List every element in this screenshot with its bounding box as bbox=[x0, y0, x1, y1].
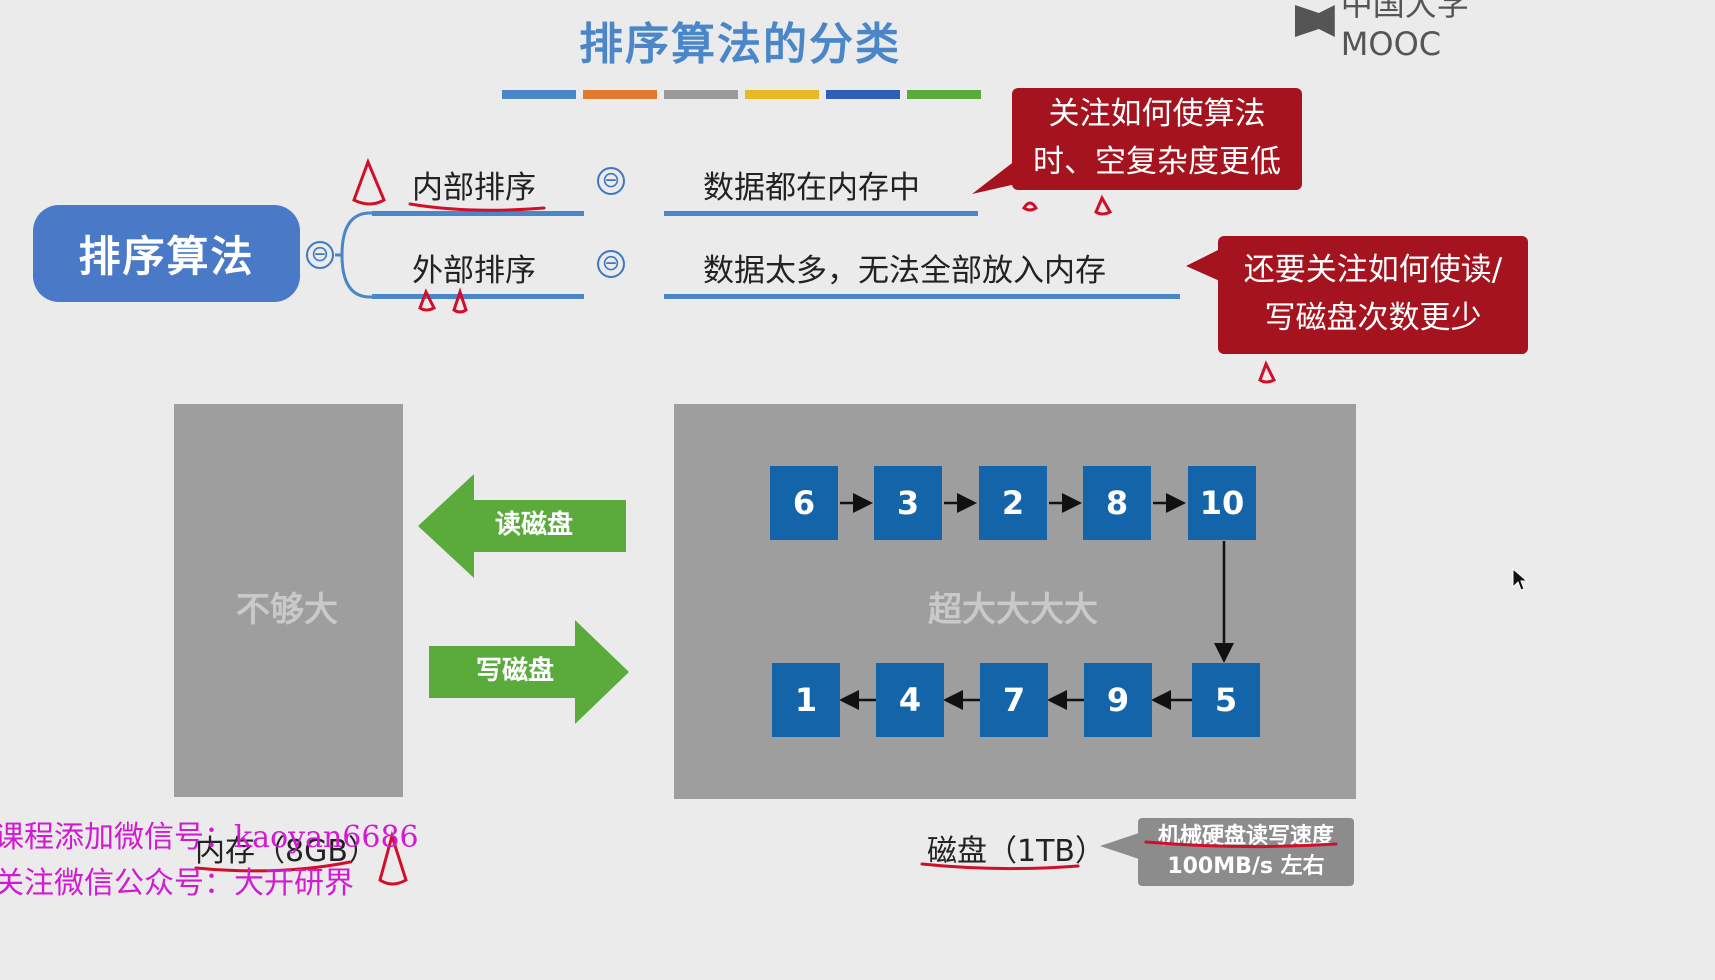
write-disk-arrow bbox=[429, 620, 629, 724]
watermark-line1: 课程添加微信号：kaoyan6686 bbox=[0, 820, 419, 855]
disk-block-bottom-1: 1 bbox=[772, 663, 840, 737]
branch-external-underline bbox=[372, 294, 584, 299]
internal-collapse-icon[interactable]: ⊖ bbox=[597, 167, 625, 195]
write-disk-label: 写磁盘 bbox=[476, 656, 555, 686]
disk-block-top-1: 6 bbox=[770, 466, 838, 540]
color-bar-1 bbox=[502, 90, 576, 99]
external-callout-line1: 还要关注如何使读/ bbox=[1243, 252, 1503, 288]
color-bar-5 bbox=[826, 90, 900, 99]
internal-desc[interactable]: 数据都在内存中 bbox=[703, 170, 920, 206]
branch-internal-sort[interactable]: 内部排序 bbox=[412, 170, 536, 206]
color-bar-6 bbox=[907, 90, 981, 99]
external-callout: 还要关注如何使读/ 写磁盘次数更少 bbox=[1218, 236, 1528, 354]
slide-title: 排序算法的分类 bbox=[579, 19, 901, 70]
color-bar-2 bbox=[583, 90, 657, 99]
internal-callout-pointer bbox=[972, 160, 1016, 194]
memory-label: 不够大 bbox=[236, 590, 338, 630]
branch-external-sort[interactable]: 外部排序 bbox=[412, 253, 536, 289]
root-collapse-icon[interactable]: ⊖ bbox=[306, 241, 334, 269]
internal-callout-line2: 时、空复杂度更低 bbox=[1033, 144, 1281, 180]
external-callout-pointer bbox=[1186, 248, 1222, 282]
color-bar-3 bbox=[664, 90, 738, 99]
disk-block-top-2: 3 bbox=[874, 466, 942, 540]
disk-block-top-4: 8 bbox=[1083, 466, 1151, 540]
disk-block-bottom-2: 4 bbox=[876, 663, 944, 737]
disk-label: 超大大大大 bbox=[928, 590, 1098, 630]
external-desc-underline bbox=[664, 294, 1180, 299]
disk-flow-arrows bbox=[839, 493, 1234, 710]
internal-callout: 关注如何使算法 时、空复杂度更低 bbox=[1012, 88, 1302, 190]
mouse-cursor-icon bbox=[1512, 568, 1528, 591]
mindmap-root[interactable]: 排序算法 bbox=[33, 205, 300, 302]
read-disk-arrow bbox=[418, 474, 626, 578]
mooc-logo: 中国大学MOOC bbox=[1295, 0, 1568, 63]
disk-speed-line2: 100MB/s 左右 bbox=[1167, 854, 1325, 879]
disk-speed-pointer bbox=[1100, 832, 1142, 860]
disk-block-top-3: 2 bbox=[979, 466, 1047, 540]
external-collapse-icon[interactable]: ⊖ bbox=[597, 250, 625, 278]
branch-internal-underline bbox=[372, 211, 584, 216]
disk-block-bottom-5: 5 bbox=[1192, 663, 1260, 737]
disk-caption: 磁盘（1TB） bbox=[927, 834, 1105, 869]
disk-block-top-5: 10 bbox=[1188, 466, 1256, 540]
mooc-logo-text: 中国大学MOOC bbox=[1340, 0, 1469, 63]
color-bar-4 bbox=[745, 90, 819, 99]
internal-callout-line1: 关注如何使算法 bbox=[1048, 96, 1266, 132]
external-callout-line2: 写磁盘次数更少 bbox=[1264, 300, 1482, 336]
pen-annotations bbox=[194, 157, 1338, 886]
disk-block-bottom-3: 7 bbox=[980, 663, 1048, 737]
watermark-line2: 关注微信公众号：大开研界 bbox=[0, 866, 354, 901]
memory-box bbox=[174, 404, 403, 797]
disk-block-bottom-4: 9 bbox=[1084, 663, 1152, 737]
mindmap-connector bbox=[335, 211, 390, 299]
internal-desc-underline bbox=[664, 211, 978, 216]
read-disk-label: 读磁盘 bbox=[495, 510, 574, 540]
external-desc[interactable]: 数据太多，无法全部放入内存 bbox=[703, 253, 1106, 289]
